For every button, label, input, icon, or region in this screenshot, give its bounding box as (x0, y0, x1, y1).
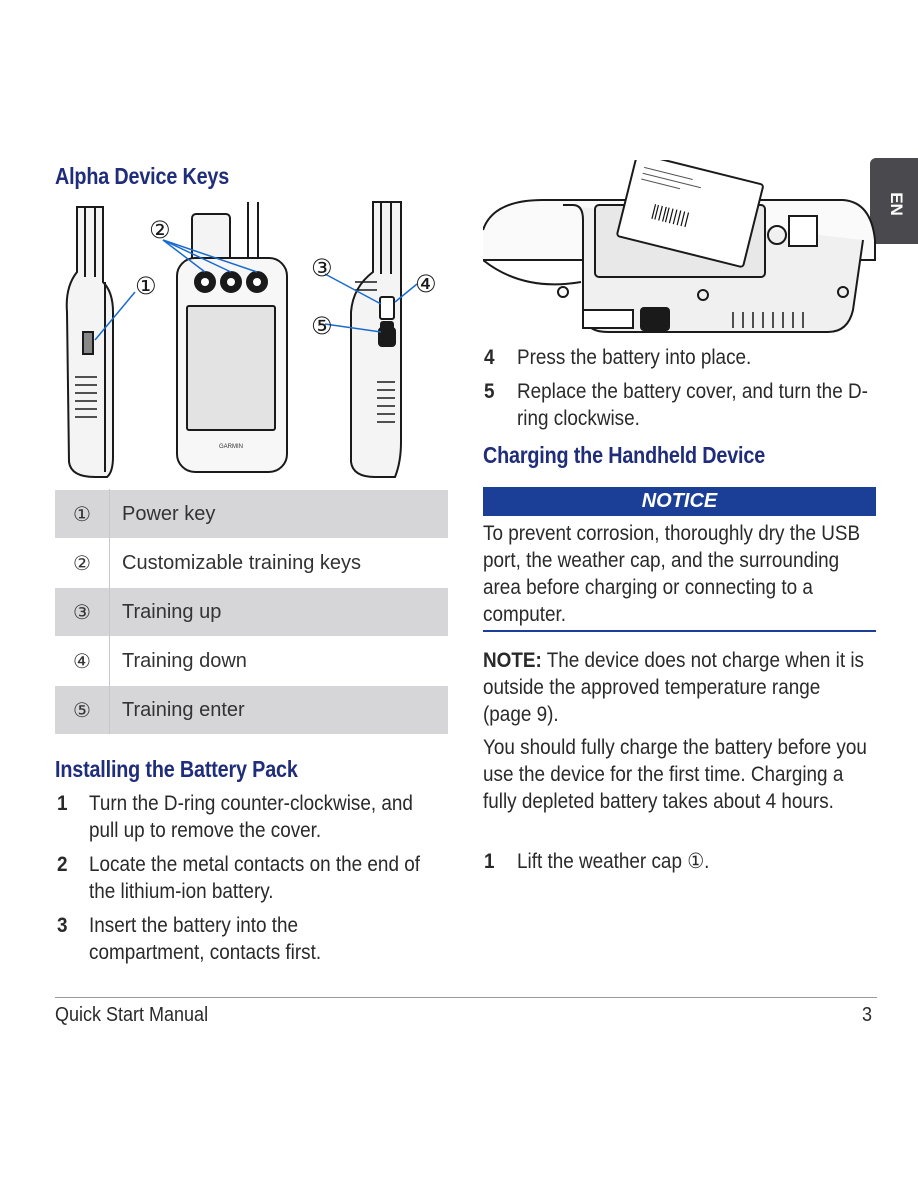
step-text: Replace the battery cover, and turn the … (517, 380, 868, 430)
charge-paragraph: You should fully charge the battery befo… (483, 736, 867, 813)
page-number: 3 (862, 1004, 873, 1026)
key-number: ③ (55, 587, 110, 637)
step-text: Locate the metal contacts on the end of … (89, 853, 420, 903)
callout-4: ④ (415, 270, 437, 298)
key-label: Power key (109, 489, 448, 539)
note-label: NOTE: (483, 649, 542, 672)
device-brand: GARMIN (219, 444, 243, 450)
key-label: Customizable training keys (109, 538, 448, 588)
alpha-device-keys-heading: Alpha Device Keys (55, 163, 230, 189)
notice-bottom-rule (483, 630, 876, 632)
footer-title: Quick Start Manual (55, 1004, 209, 1026)
note-paragraph: NOTE: The device does not charge when it… (483, 647, 870, 728)
table-row: ⑤ Training enter (55, 685, 448, 734)
step-number: 2 (57, 853, 68, 876)
notice-text: To prevent corrosion, thoroughly dry the… (483, 522, 861, 626)
keys-table: ① Power key ② Customizable training keys… (55, 489, 448, 734)
notice-title-bar: NOTICE (483, 487, 876, 516)
callout-1: ① (135, 272, 157, 300)
key-label: Training enter (109, 685, 448, 734)
step-text: Turn the D-ring counter-clockwise, and p… (89, 792, 413, 842)
installing-battery-heading: Installing the Battery Pack (55, 756, 298, 782)
charging-heading: Charging the Handheld Device (483, 442, 766, 468)
step-text: Lift the weather cap ①. (517, 850, 710, 873)
callout-2: ② (149, 216, 171, 244)
step-text: Press the battery into place. (517, 346, 752, 369)
step-number: 4 (484, 346, 495, 369)
table-row: ④ Training down (55, 636, 448, 686)
step-number: 3 (57, 914, 68, 937)
device-keys-illustration: GARMIN ① ② ③ ④ ⑤ (65, 201, 437, 478)
language-tab-label: EN (886, 192, 906, 216)
battery-illustration (483, 160, 876, 333)
table-row: ③ Training up (55, 587, 448, 637)
key-label: Training up (109, 587, 448, 637)
key-number: ⑤ (55, 685, 110, 734)
table-row: ① Power key (55, 489, 448, 539)
table-row: ② Customizable training keys (55, 538, 448, 588)
key-label: Training down (109, 636, 448, 686)
key-number: ④ (55, 636, 110, 686)
step-number: 5 (484, 380, 495, 403)
step-text: Insert the battery into the compartment,… (89, 914, 322, 964)
note-text: The device does not charge when it is ou… (483, 649, 864, 726)
notice-title: NOTICE (641, 490, 718, 512)
step-number: 1 (484, 850, 495, 873)
key-number: ② (55, 538, 110, 588)
language-tab: EN (870, 158, 918, 244)
callout-3: ③ (311, 254, 333, 282)
step-number: 1 (57, 792, 68, 815)
key-number: ① (55, 489, 110, 539)
footer-rule (55, 997, 877, 998)
callout-5: ⑤ (311, 312, 333, 340)
